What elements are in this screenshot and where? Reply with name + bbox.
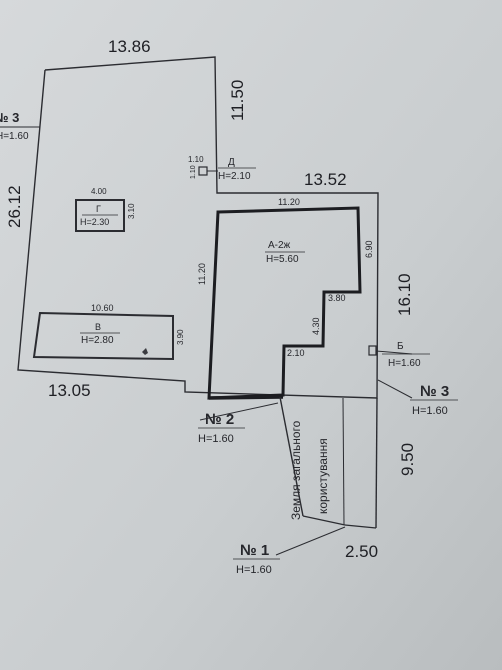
house-a-top-length: 11.20 xyxy=(278,197,300,207)
point-1-label: № 1 xyxy=(240,542,269,559)
point-3-west-height: H=1.60 xyxy=(0,131,29,142)
passage xyxy=(279,396,378,529)
house-a-step-1: 3.80 xyxy=(328,293,346,303)
dim-top: 13.86 xyxy=(108,37,151,56)
shed-v-name: В xyxy=(95,322,101,332)
point-3-east-height: H=1.60 xyxy=(412,405,448,417)
common-land-line2: користування xyxy=(316,438,330,514)
common-land-line1: Земля загального xyxy=(289,420,303,520)
dim-right-lower: 16.10 xyxy=(395,273,414,316)
shed-g-width: 4.00 xyxy=(91,187,107,196)
point-2-height: H=1.60 xyxy=(198,433,234,445)
point-3-west-label: № 3 xyxy=(0,110,19,125)
house-a-step-3: 2.10 xyxy=(287,348,305,358)
dim-right-upper: 11.50 xyxy=(228,80,247,121)
shed-v-depth: 3.90 xyxy=(176,329,185,345)
house-a-step-2: 4.30 xyxy=(311,317,321,335)
shed-v-height: H=2.80 xyxy=(81,335,114,346)
dim-left: 26.12 xyxy=(5,185,24,228)
item-d-name: Д xyxy=(228,157,235,168)
item-b-box xyxy=(368,345,377,356)
shed-g-depth: 3.10 xyxy=(127,203,136,219)
shed-v-width: 10.60 xyxy=(91,303,114,313)
house-a-left-length: 11.20 xyxy=(197,263,207,285)
shed-g-name: Г xyxy=(96,204,101,214)
house-a-front-wall xyxy=(208,395,284,400)
shed-v-outline xyxy=(32,311,174,361)
dim-middle-step: 13.52 xyxy=(304,170,347,189)
point-3-east-label: № 3 xyxy=(420,383,449,400)
point-1-height: H=1.60 xyxy=(236,564,272,576)
item-b-height: H=1.60 xyxy=(388,358,421,369)
item-d-height: H=2.10 xyxy=(218,171,251,182)
item-b-name: Б xyxy=(397,341,404,352)
shed-g-height: H=2.30 xyxy=(80,217,109,227)
dim-passage: 9.50 xyxy=(398,443,417,476)
item-d-width: 1.10 xyxy=(188,155,204,164)
item-d-depth: 1.10 xyxy=(190,165,197,179)
house-a-name: А-2ж xyxy=(268,240,291,251)
house-a-right-length: 6.90 xyxy=(364,240,374,258)
leader-lines xyxy=(0,126,413,556)
shed-g-outline xyxy=(75,199,125,232)
point-2-label: № 2 xyxy=(205,411,234,428)
dim-bottom-left: 13.05 xyxy=(48,381,91,400)
dim-passage-end: 2.50 xyxy=(345,542,378,561)
ink-mark xyxy=(142,348,148,355)
house-a-height: H=5.60 xyxy=(266,254,299,265)
